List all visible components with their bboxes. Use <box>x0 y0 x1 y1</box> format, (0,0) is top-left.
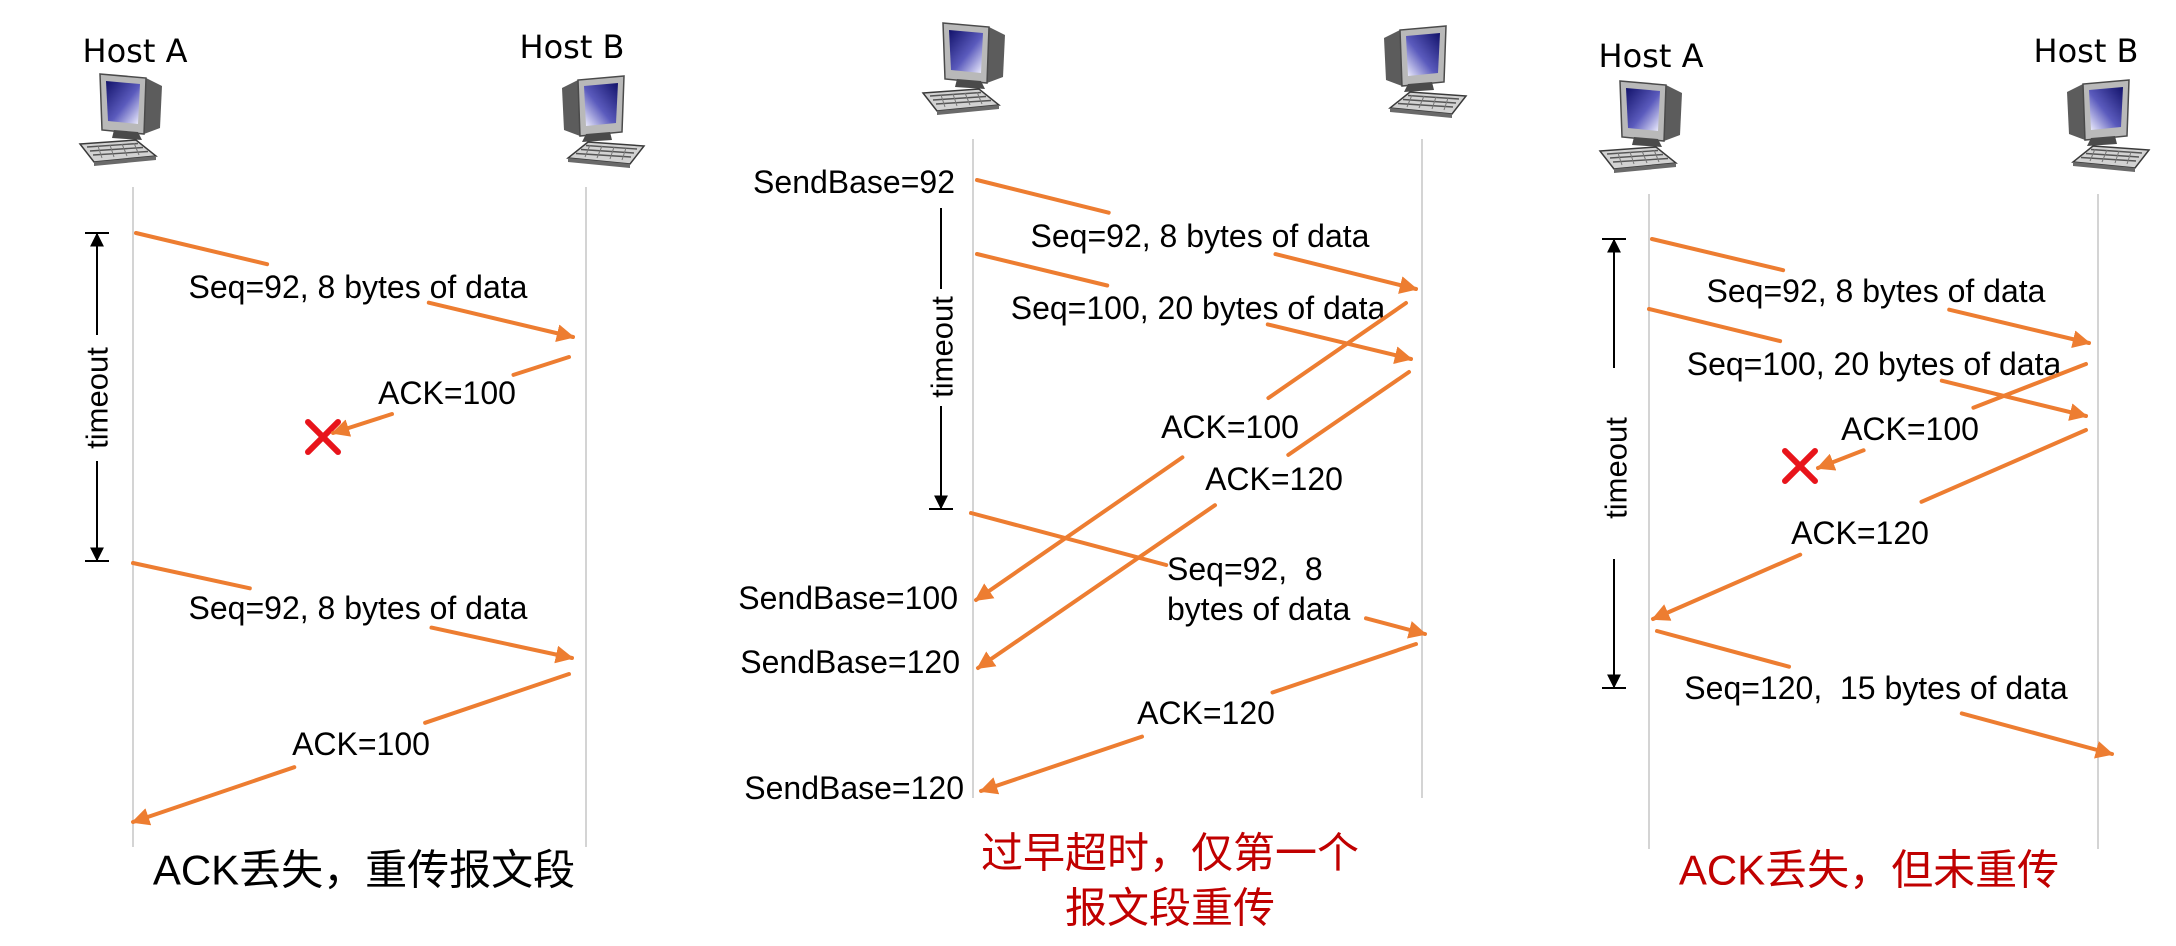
timeout-label: timeout <box>1599 417 1634 519</box>
p2-seq92-arrow-segment-start <box>975 178 1111 215</box>
ack120-second-label: ACK=120 <box>1137 695 1275 731</box>
panel-caption: ACK丢失，但未重传 <box>1679 847 2059 894</box>
p2-seq100-arrow-segment-start <box>975 252 1110 288</box>
panel-caption-line2: 报文段重传 <box>1065 885 1275 932</box>
p1-ack100-arrow-segment-start <box>423 672 571 725</box>
ack100-second-label: ACK=100 <box>292 726 430 762</box>
p2-seq100-arrow <box>975 252 1413 364</box>
p1-seq92-retransmit-arrow-segment-end <box>429 625 574 664</box>
p2-ack120-second-arrow <box>979 642 1418 795</box>
seq92-retransmit-label-line1: Seq=92, 8 <box>1167 551 1323 587</box>
host-b-label: Host B <box>2034 32 2139 70</box>
sendbase-100-label: SendBase=100 <box>738 580 958 616</box>
seq92-label: Seq=92, 8 bytes of data <box>189 269 528 305</box>
panel-premature-timeout: SendBase=92 timeout Seq=92, 8 bytes of d… <box>738 22 1467 932</box>
p2-ack120-second-arrow-segment-end <box>979 734 1144 795</box>
p2-seq92-arrow <box>975 178 1418 294</box>
sendbase-120-final-label: SendBase=120 <box>744 770 964 806</box>
panel-ack-lost-retransmit: Host A Host B timeout Seq=92, 8 bytes of… <box>79 28 645 894</box>
segment-arrows <box>131 178 2114 826</box>
p3-ack100-lost-arrow-segment-start <box>1971 362 2088 410</box>
p2-ack100-arrow-segment-end <box>974 455 1185 602</box>
p2-seq92-retransmit-arrow-segment-end <box>1364 616 1427 639</box>
host-b-computer-icon <box>1383 25 1467 119</box>
p1-ack100-lost-arrow-segment-start <box>511 355 571 377</box>
p2-seq92-arrow-segment-end <box>1273 252 1418 294</box>
p3-seq100-arrow-segment-start <box>1647 307 1783 344</box>
ack100-label: ACK=100 <box>1841 411 1979 447</box>
host-a-computer-icon <box>1599 80 1683 174</box>
ack120-label: ACK=120 <box>1205 461 1343 497</box>
p3-ack100-lost-arrow-segment-end <box>1816 448 1866 471</box>
p2-seq100-arrow-segment-end <box>1265 322 1413 364</box>
host-a-label: Host A <box>1599 37 1704 75</box>
panel-caption-line1: 过早超时，仅第一个 <box>981 830 1359 877</box>
timeout-label: timeout <box>80 347 115 449</box>
seq92-label: Seq=92, 8 bytes of data <box>1707 273 2046 309</box>
p2-ack100-arrow <box>974 301 1408 602</box>
p1-seq92-arrow <box>134 231 575 343</box>
p3-seq120-arrow-segment-start <box>1655 629 1791 669</box>
p2-ack120-second-arrow-segment-start <box>1270 642 1418 695</box>
p3-seq100-arrow <box>1647 307 2088 421</box>
red-x-icon <box>305 419 341 455</box>
p1-seq92-arrow-segment-end <box>426 300 575 343</box>
p1-ack100-lost-arrow <box>331 355 571 437</box>
ack100-label: ACK=100 <box>1161 409 1299 445</box>
timeout-interval: timeout <box>925 208 960 510</box>
panel-ack-lost-no-retransmit: Host A Host B timeout Seq=92, 8 bytes of… <box>1599 32 2150 894</box>
host-a-computer-icon <box>79 73 163 167</box>
p1-seq92-arrow-segment-start <box>134 231 270 267</box>
p3-ack120-arrow-segment-end <box>1651 552 1803 621</box>
p1-seq92-retransmit-arrow <box>131 561 574 664</box>
p2-ack120-arrow-segment-start <box>1286 370 1411 457</box>
ack100-label: ACK=100 <box>378 375 516 411</box>
p1-ack100-arrow-segment-end <box>131 765 297 826</box>
host-b-computer-icon <box>561 75 645 169</box>
p3-ack120-arrow-segment-start <box>1919 428 2088 504</box>
seq92-retransmit-label: Seq=92, 8 bytes of data <box>189 590 528 626</box>
p2-ack120-arrow <box>976 370 1411 670</box>
host-b-label: Host B <box>520 28 625 66</box>
p1-ack100-arrow <box>131 672 571 826</box>
timeout-interval: timeout <box>1599 238 1634 689</box>
sendbase-92-label: SendBase=92 <box>753 164 955 200</box>
p3-ack100-lost-arrow <box>1816 362 2088 471</box>
p3-seq92-arrow-segment-start <box>1650 237 1786 273</box>
timeout-label: timeout <box>925 296 960 398</box>
seq92-label: Seq=92, 8 bytes of data <box>1031 218 1370 254</box>
p2-ack120-arrow-segment-end <box>976 503 1217 670</box>
seq100-label: Seq=100, 20 bytes of data <box>1011 290 1386 326</box>
p3-seq120-arrow-segment-end <box>1959 711 2114 759</box>
ack120-label: ACK=120 <box>1791 515 1929 551</box>
p1-seq92-retransmit-arrow-segment-start <box>131 561 252 591</box>
seq92-retransmit-label-line2: bytes of data <box>1167 591 1350 627</box>
p3-seq92-arrow-segment-end <box>1947 307 2091 349</box>
p2-seq92-retransmit-arrow <box>969 511 1427 639</box>
host-b-computer-icon <box>2066 79 2150 173</box>
p3-seq120-arrow <box>1655 629 2114 759</box>
red-x-icon <box>1782 448 1818 484</box>
seq120-label: Seq=120, 15 bytes of data <box>1684 670 2068 706</box>
host-a-label: Host A <box>83 32 188 70</box>
host-a-computer-icon <box>922 22 1006 116</box>
timeout-interval: timeout <box>80 232 115 562</box>
seq100-label: Seq=100, 20 bytes of data <box>1687 346 2062 382</box>
panel-caption: ACK丢失，重传报文段 <box>153 847 575 894</box>
p3-seq92-arrow <box>1650 237 2091 349</box>
p1-ack100-lost-arrow-segment-end <box>331 412 394 437</box>
sendbase-120-label: SendBase=120 <box>740 644 960 680</box>
p2-ack100-arrow-segment-start <box>1266 301 1408 400</box>
p3-seq100-arrow-segment-end <box>1939 378 2088 421</box>
p2-seq92-retransmit-arrow-segment-start <box>969 511 1169 567</box>
p3-ack120-arrow <box>1651 428 2088 621</box>
